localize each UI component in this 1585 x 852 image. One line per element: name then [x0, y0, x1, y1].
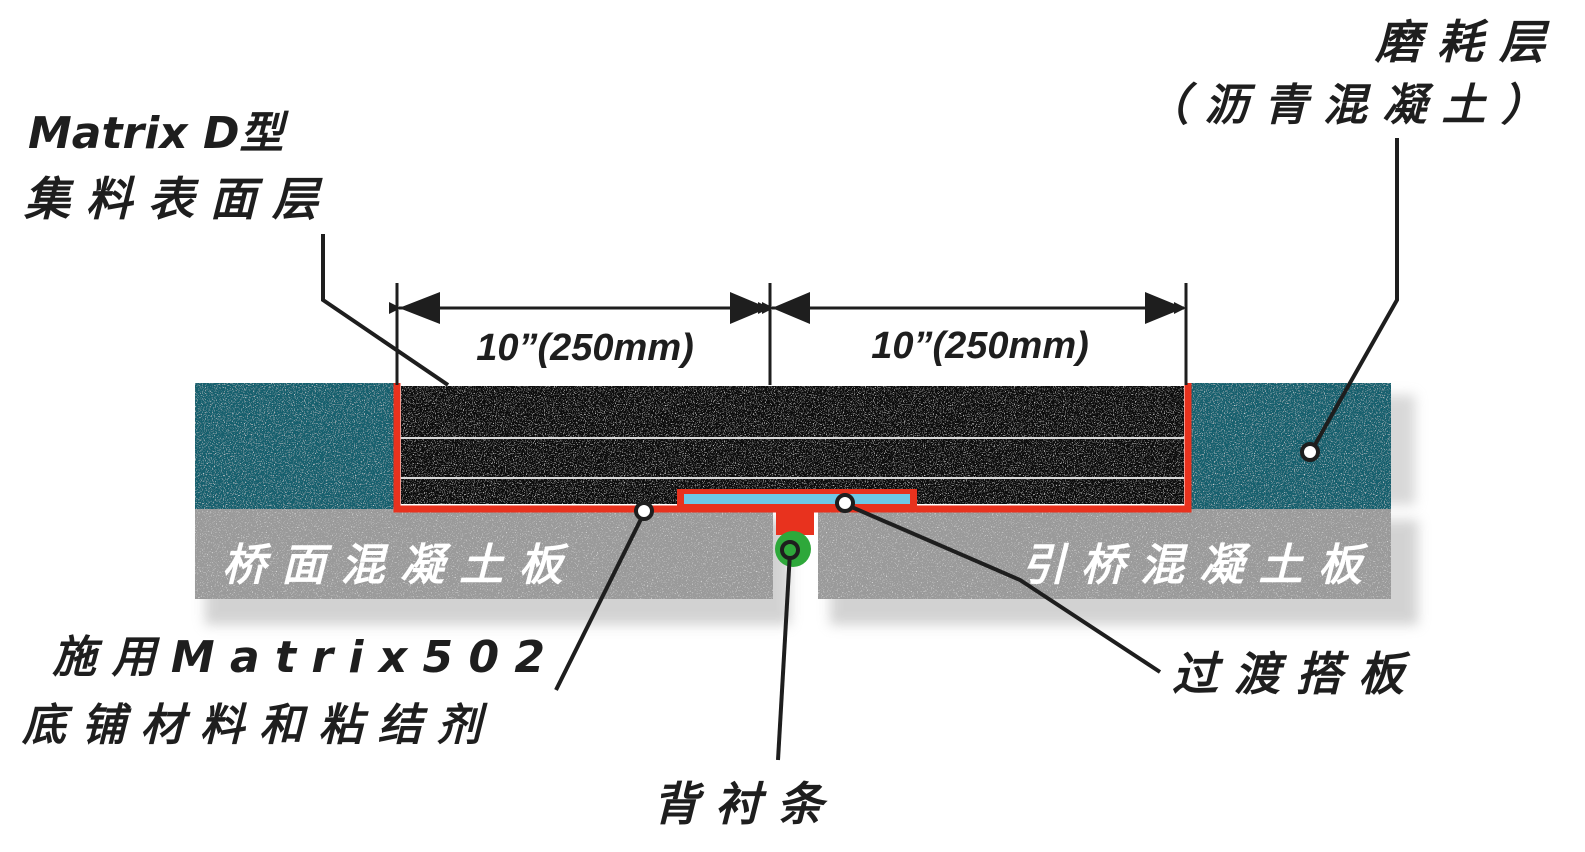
leader-dot-wear-layer — [1300, 442, 1320, 462]
plate-stem — [776, 509, 814, 535]
label-transition-plate: 过 渡 搭 板 — [1172, 647, 1411, 701]
leader-backer-rod — [776, 551, 792, 761]
label-primer-line1: 施 用 M a t r i x 5 0 2 — [52, 632, 545, 683]
bridge-deck-slab — [195, 507, 773, 599]
dim-label-left: 10”(250mm) — [476, 327, 694, 369]
asphalt-layer-left — [195, 383, 397, 509]
leader-transition-plate — [846, 503, 1162, 674]
leader-dot-primer — [634, 501, 654, 521]
leader-dot-transition-plate — [835, 493, 855, 513]
leader-dot-backer-rod — [780, 540, 800, 560]
leader-wear-layer — [1310, 138, 1399, 451]
label-backer-rod: 背 衬 条 — [653, 777, 828, 831]
label-primer-line2: 底 铺 材 料 和 粘 结 剂 — [21, 700, 488, 751]
arrowhead-1 — [399, 292, 440, 324]
aggregate-surface — [401, 386, 1184, 504]
label-wear-layer-line2: （ 沥 青 混 凝 土 ） — [1145, 80, 1545, 131]
leader-primer — [554, 512, 646, 691]
arrowhead-3 — [772, 292, 810, 324]
label-approach-slab: 引 桥 混 凝 土 板 — [1021, 540, 1369, 591]
label-wear-layer-line1: 磨 耗 层 — [1374, 15, 1550, 69]
dim-label-right: 10”(250mm) — [871, 325, 1089, 367]
label-matrix-d-line1: Matrix D型 — [28, 108, 290, 159]
label-bridge-deck-slab: 桥 面 混 凝 土 板 — [222, 540, 570, 591]
leader-matrix-d — [321, 234, 450, 387]
label-matrix-d-line2: 集 料 表 面 层 — [23, 172, 323, 226]
approach-slab — [818, 507, 1391, 599]
transition-plate-core — [684, 494, 910, 504]
arrowhead-4 — [1145, 292, 1184, 324]
arrowhead-2 — [730, 292, 768, 324]
asphalt-layer-right — [1188, 383, 1391, 509]
